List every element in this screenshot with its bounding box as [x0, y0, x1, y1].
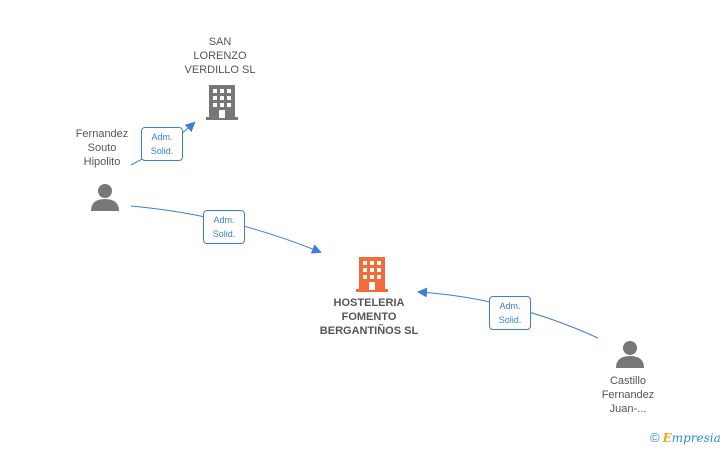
node-label-hosteleria[interactable]: HOSTELERIA FOMENTO BERGANTIÑOS SL [304, 296, 434, 338]
edge-label-line: Solid. [212, 229, 236, 239]
building-icon[interactable] [356, 256, 388, 292]
node-label-line: VERDILLO SL [184, 64, 256, 76]
node-label-castillo[interactable]: Castillo Fernandez Juan-... [588, 374, 668, 416]
edge-label-line: Solid. [150, 146, 174, 156]
node-label-line: Souto [87, 142, 117, 154]
edge-label-line: Adm. [213, 215, 235, 225]
copyright-icon: © [650, 430, 660, 445]
node-label-line: Fernandez [75, 128, 129, 140]
edge-label-fernandez-hosteleria[interactable]: Adm. Solid. [203, 210, 245, 244]
empresia-watermark: ©Empresia [650, 430, 721, 445]
edge-label-line: Adm. [499, 301, 521, 311]
node-label-line: BERGANTIÑOS SL [319, 325, 419, 337]
brand-initial: E [662, 431, 672, 445]
node-label-line: Hipolito [83, 156, 121, 168]
node-label-line: Juan-... [609, 403, 647, 415]
node-label-fernandez[interactable]: Fernandez Souto Hipolito [57, 127, 147, 169]
edge-label-line: Adm. [151, 132, 173, 142]
node-label-line: FOMENTO [341, 311, 397, 323]
node-label-san-lorenzo[interactable]: SAN LORENZO VERDILLO SL [170, 35, 270, 77]
brand-name: mpresia [671, 431, 721, 445]
node-label-line: Castillo [609, 375, 647, 387]
node-label-line: Fernandez [601, 389, 655, 401]
node-label-line: HOSTELERIA [333, 297, 405, 309]
edge-label-line: Solid. [498, 315, 522, 325]
person-icon[interactable] [90, 183, 120, 211]
building-icon[interactable] [206, 84, 238, 120]
node-label-line: LORENZO [193, 50, 247, 62]
node-label-line: SAN [208, 36, 232, 48]
edge-label-fernandez-san-lorenzo[interactable]: Adm. Solid. [141, 127, 183, 161]
person-icon[interactable] [615, 340, 645, 368]
edge-label-castillo-hosteleria[interactable]: Adm. Solid. [489, 296, 531, 330]
